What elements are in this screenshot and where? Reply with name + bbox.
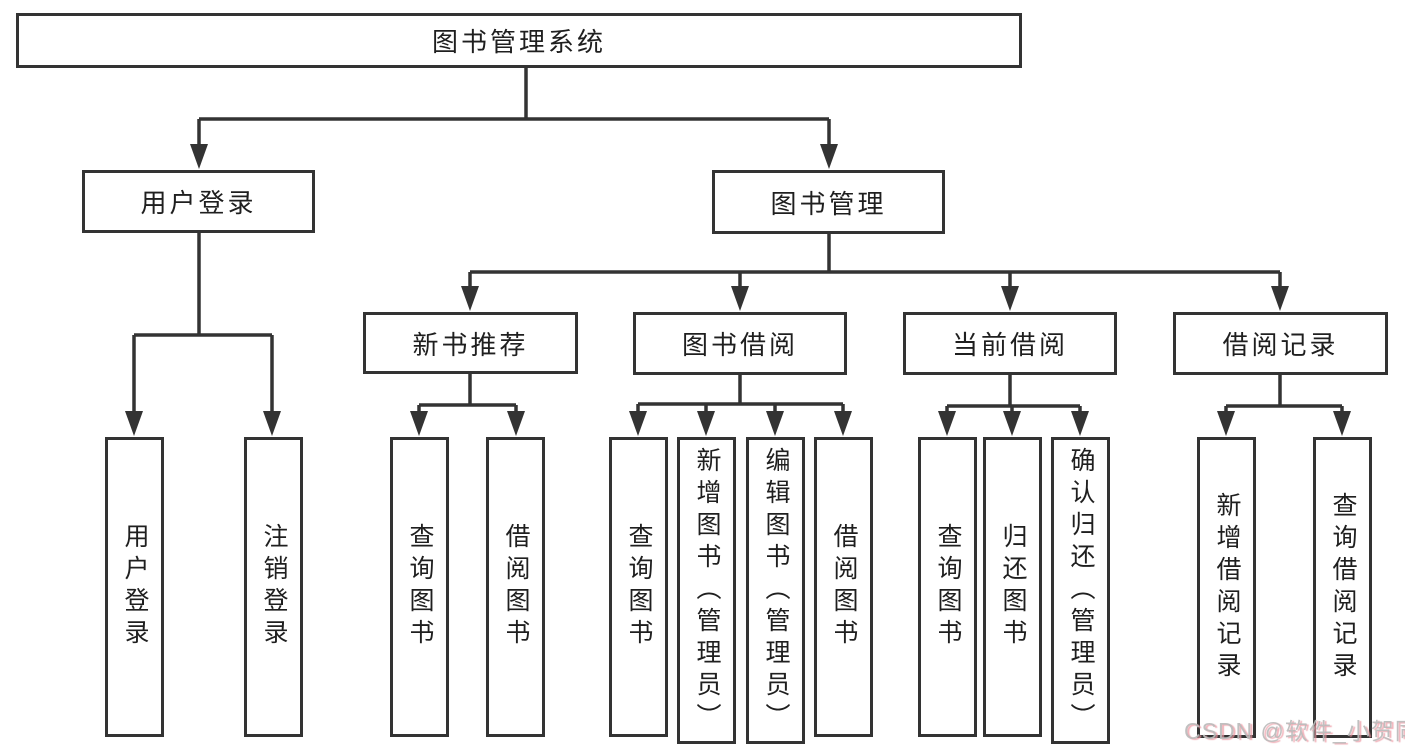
leaf-borrow-books-1: 借阅图书 — [486, 437, 545, 737]
leaf-query-borrow-record: 查询借阅记录 — [1313, 437, 1372, 738]
node-new-book-recommend-label: 新书推荐 — [412, 329, 529, 360]
node-book-borrow: 图书借阅 — [633, 312, 847, 375]
leaf-borrow-books-1-label: 借阅图书 — [502, 523, 530, 651]
node-user-login: 用户登录 — [82, 170, 315, 233]
leaf-add-borrow-record-label: 新增借阅记录 — [1213, 491, 1241, 684]
arrowhead-icons — [125, 144, 1351, 436]
node-book-management-label: 图书管理 — [770, 188, 887, 219]
leaf-confirm-return-admin-label: 确认归还（管理员） — [1067, 446, 1095, 735]
node-root-label: 图书管理系统 — [431, 27, 606, 57]
leaf-borrow-books-2: 借阅图书 — [814, 437, 873, 737]
node-root-library-system: 图书管理系统 — [16, 13, 1022, 68]
leaf-logout-label: 注销登录 — [260, 523, 288, 651]
leaf-add-book-admin-label: 新增图书（管理员） — [693, 446, 721, 735]
leaf-query-books-1: 查询图书 — [390, 437, 449, 737]
leaf-return-book-label: 归还图书 — [999, 523, 1027, 651]
leaf-query-books-3: 查询图书 — [918, 437, 977, 737]
node-new-book-recommend: 新书推荐 — [363, 312, 578, 374]
leaf-add-book-admin: 新增图书（管理员） — [677, 437, 736, 744]
leaf-edit-book-admin: 编辑图书（管理员） — [746, 437, 805, 744]
leaf-add-borrow-record: 新增借阅记录 — [1197, 437, 1256, 738]
node-borrow-records-label: 借阅记录 — [1222, 330, 1339, 360]
leaf-user-login-label: 用户登录 — [121, 523, 149, 651]
leaf-borrow-books-2-label: 借阅图书 — [830, 523, 858, 651]
node-current-borrow-label: 当前借阅 — [951, 330, 1068, 360]
node-user-login-label: 用户登录 — [140, 188, 257, 218]
leaf-logout: 注销登录 — [244, 437, 303, 737]
node-book-management: 图书管理 — [712, 170, 945, 234]
leaf-query-borrow-record-label: 查询借阅记录 — [1329, 491, 1357, 684]
leaf-return-book: 归还图书 — [983, 437, 1042, 737]
leaf-edit-book-admin-label: 编辑图书（管理员） — [762, 446, 790, 735]
node-current-borrow: 当前借阅 — [903, 312, 1117, 375]
node-book-borrow-label: 图书借阅 — [681, 330, 798, 360]
leaf-confirm-return-admin: 确认归还（管理员） — [1051, 437, 1110, 744]
leaf-query-books-1-label: 查询图书 — [406, 523, 434, 651]
leaf-user-login: 用户登录 — [105, 437, 164, 737]
leaf-query-books-3-label: 查询图书 — [934, 523, 962, 651]
node-borrow-records: 借阅记录 — [1173, 312, 1388, 375]
leaf-query-books-2: 查询图书 — [609, 437, 668, 737]
leaf-query-books-2-label: 查询图书 — [625, 523, 653, 651]
